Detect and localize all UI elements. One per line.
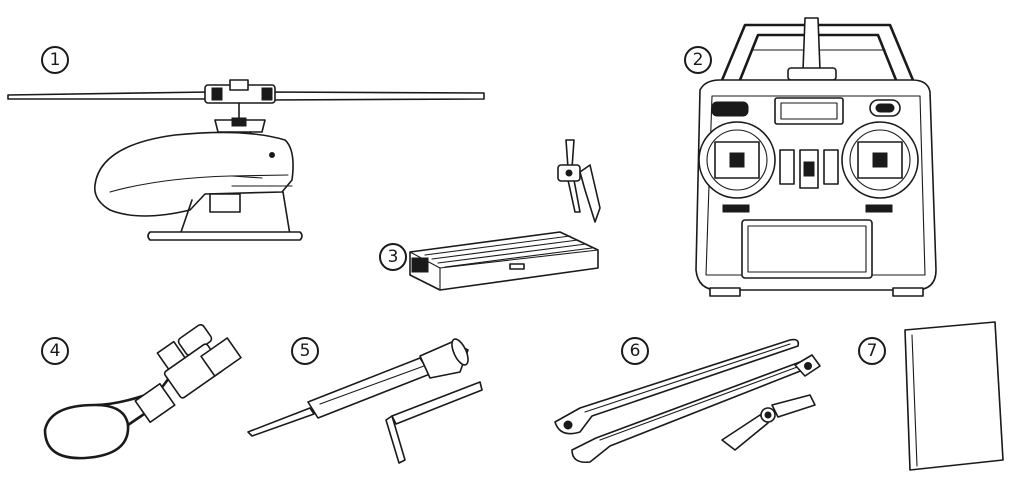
usb-cable-illustration — [43, 323, 242, 460]
manual-illustration — [904, 321, 1004, 471]
transmitter-illustration — [695, 17, 937, 297]
item-marker-1: 1 — [41, 46, 69, 74]
item-marker-2: 2 — [684, 46, 712, 74]
item-marker-3: 3 — [379, 243, 407, 271]
screwdriver-illustration — [247, 338, 469, 437]
helicopter-illustration — [7, 79, 485, 241]
item-marker-6: 6 — [621, 337, 649, 365]
item-marker-4: 4 — [41, 337, 69, 365]
spare-blades-illustration — [554, 338, 821, 464]
spare-tail-blade-illustration — [721, 394, 816, 451]
battery-vent-pattern — [424, 235, 593, 268]
battery-illustration — [409, 231, 599, 291]
item-marker-7: 7 — [858, 337, 886, 365]
item-marker-5: 5 — [291, 337, 319, 365]
tail-rotor-part — [557, 139, 601, 223]
hex-key-illustration — [385, 381, 483, 464]
